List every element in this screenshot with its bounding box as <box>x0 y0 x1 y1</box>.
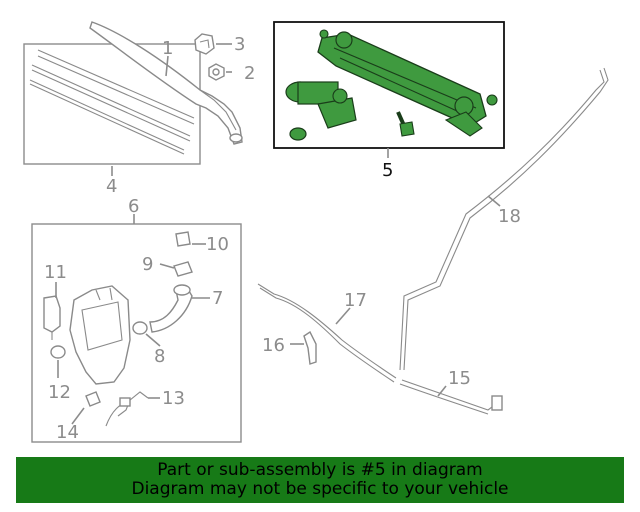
callout-8: 8 <box>154 346 165 367</box>
bolt <box>396 111 415 137</box>
washer-pump <box>43 295 61 333</box>
leader-lines <box>55 43 501 425</box>
callout-4: 4 <box>106 176 117 197</box>
cap-part[interactable] <box>194 33 215 55</box>
hose-connector-16[interactable] <box>303 330 317 365</box>
nut-part[interactable] <box>208 63 225 81</box>
callout-3: 3 <box>234 34 245 55</box>
wiper-linkage-assembly[interactable] <box>273 21 505 149</box>
callout-5: 5 <box>382 160 393 181</box>
parts-diagram: 1 2 3 4 5 6 7 8 9 10 11 12 13 14 15 16 1… <box>23 21 609 443</box>
callout-17: 17 <box>344 290 367 311</box>
info-banner: Part or sub-assembly is #5 in diagram Di… <box>16 457 624 503</box>
callout-11: 11 <box>44 262 67 283</box>
washer-hose-17[interactable] <box>257 283 397 383</box>
callout-18: 18 <box>498 206 521 227</box>
callout-13: 13 <box>162 388 185 409</box>
callout-16: 16 <box>262 335 285 356</box>
callout-9: 9 <box>142 254 153 275</box>
harness-clip <box>85 391 101 407</box>
callout-15: 15 <box>448 368 471 389</box>
callout-10: 10 <box>206 234 229 255</box>
washer-hose-18[interactable] <box>399 67 609 371</box>
callout-12: 12 <box>48 382 71 403</box>
banner-line-1: Part or sub-assembly is #5 in diagram <box>157 460 483 480</box>
callout-7: 7 <box>212 288 223 309</box>
wiper-blade <box>29 49 195 155</box>
callout-14: 14 <box>56 422 79 443</box>
wiper-motor <box>285 81 357 129</box>
wiper-blade-group[interactable] <box>23 43 201 165</box>
washer-reservoir-group[interactable] <box>31 223 242 443</box>
pump-grommet <box>50 345 66 359</box>
callout-1: 1 <box>162 38 173 59</box>
callout-6: 6 <box>128 196 139 217</box>
washer-hose-15[interactable] <box>399 379 503 415</box>
grommet <box>289 127 307 141</box>
seal-ring <box>132 321 148 335</box>
linkage-bar <box>317 33 487 127</box>
washer-reservoir <box>69 285 131 385</box>
banner-line-2: Diagram may not be specific to your vehi… <box>131 479 509 499</box>
level-sensor <box>173 261 193 277</box>
reservoir-cap <box>175 231 191 247</box>
wiper-arm[interactable] <box>89 21 243 145</box>
callout-2: 2 <box>244 63 255 84</box>
